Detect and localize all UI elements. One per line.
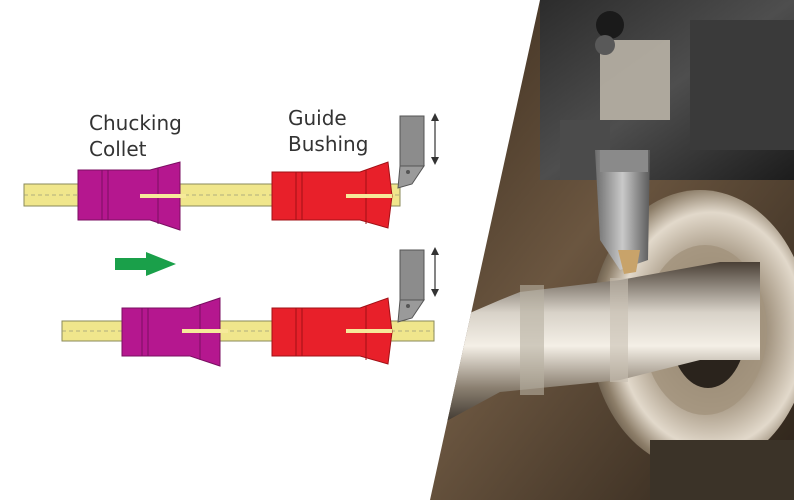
collet-slot: [140, 194, 186, 198]
guide-bushing: [271, 297, 393, 365]
guide-bushing: [271, 161, 393, 229]
chucking-collet: [121, 297, 228, 367]
guide-bushing-label-line1: Guide: [288, 106, 347, 130]
bottom-assembly: [61, 247, 439, 367]
cutting-tool: [397, 249, 425, 323]
cutting-tool: [397, 115, 425, 189]
chucking-collet-label-line1: Chucking: [89, 111, 182, 135]
lathe-photo: [430, 0, 794, 500]
chucking-collet-label-line2: Collet: [89, 137, 147, 161]
top-assembly: [23, 113, 439, 231]
collet-slot: [182, 329, 228, 333]
up-down-arrow-icon: [431, 113, 439, 165]
up-down-arrow-icon: [431, 247, 439, 297]
bushing-slot: [346, 194, 392, 198]
bushing-slot: [346, 329, 392, 333]
guide-bushing-label-line2: Bushing: [288, 132, 369, 156]
right-arrow-icon: [115, 252, 176, 276]
chucking-collet: [77, 161, 186, 231]
